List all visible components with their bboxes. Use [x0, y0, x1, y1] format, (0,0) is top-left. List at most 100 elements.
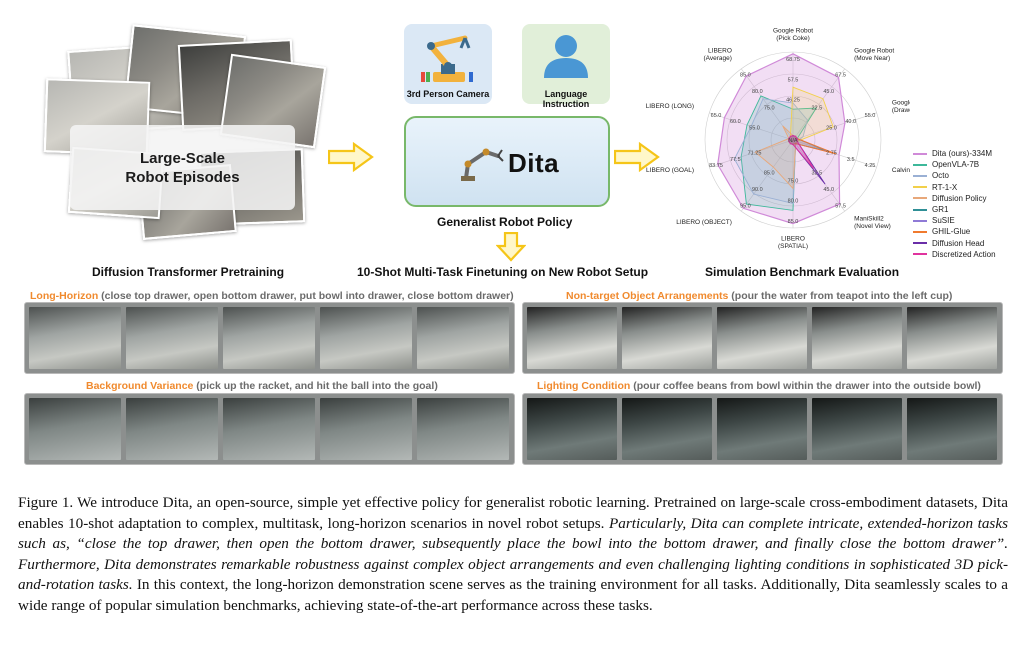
radar-tick-label: 2.75	[826, 151, 837, 157]
arrow-right-icon	[614, 142, 660, 172]
legend-entry: Discretized Action	[913, 249, 996, 260]
legend-swatch	[913, 208, 927, 211]
legend-label: OpenVLA-7B	[932, 160, 980, 170]
legend-label: GHIL-Glue	[932, 227, 971, 237]
strip-title-nontarget: Non-target Object Arrangements (pour the…	[566, 290, 952, 302]
strip-title-background: Background Variance (pick up the racket,…	[86, 380, 438, 392]
radar-tick-label: 71.25	[748, 151, 762, 157]
strip-head: Non-target Object Arrangements	[566, 290, 729, 302]
strip-detail: (close top drawer, open bottom drawer, p…	[98, 290, 514, 302]
radar-spoke	[792, 112, 877, 141]
radar-tick-label: 45.0	[823, 89, 834, 95]
legend-entry: GR1	[913, 204, 996, 215]
video-frame	[320, 398, 412, 460]
radar-tick-label: 75.0	[764, 105, 775, 111]
radar-spoke	[792, 68, 845, 141]
video-frame	[29, 398, 121, 460]
video-frame	[907, 398, 997, 460]
video-frame	[717, 307, 807, 369]
radar-series-polygon	[733, 98, 808, 204]
radar-axis-label: ManiSkill2(Novel View)	[854, 216, 891, 231]
radar-axis-label: LIBERO (LONG)	[646, 103, 694, 110]
language-chip: Language Instruction	[522, 24, 610, 109]
caption-part: Figure 1. We introduce Dita, an open-sou…	[18, 494, 1008, 532]
video-frame	[320, 307, 412, 369]
radar-tick-label: 77.5	[730, 157, 741, 163]
radar-axis-label: Google Robot(Pick Coke)	[773, 28, 813, 43]
strip-detail: (pick up the racket, and hit the ball in…	[193, 380, 438, 392]
video-frame	[812, 398, 902, 460]
strip-long-horizon	[24, 302, 515, 374]
figure-caption: Figure 1. We introduce Dita, an open-sou…	[18, 493, 1008, 617]
radar-axis-label: LIBERO (GOAL)	[646, 167, 694, 174]
radar-spoke	[792, 139, 845, 212]
radar-axis-label: LIBERO(SPATIAL)	[778, 236, 808, 251]
radar-tick-label: 25.0	[826, 126, 837, 132]
radar-tick-label: 40.0	[845, 119, 856, 125]
radar-spoke	[709, 139, 794, 168]
radar-tick-label: 75.0	[788, 179, 799, 185]
strip-detail: (pour the water from teapot into the lef…	[728, 290, 953, 302]
strip-lighting	[522, 393, 1003, 465]
video-frame	[907, 307, 997, 369]
radar-tick-label: 32.5	[811, 171, 822, 177]
legend-swatch	[913, 175, 927, 177]
legend-entry: Diffusion Policy	[913, 193, 996, 204]
radar-tick-label: 85.0	[740, 73, 751, 79]
radar-tick-label: 80.0	[788, 199, 799, 205]
radar-center-label: N/A	[788, 138, 798, 144]
policy-box	[404, 116, 610, 207]
radar-spoke	[741, 68, 794, 141]
robot-arm-icon	[421, 35, 473, 82]
strip-background	[24, 393, 515, 465]
radar-axis-label: LIBERO (OBJECT)	[676, 219, 732, 226]
strip-detail: (pour coffee beans from bowl within the …	[630, 380, 981, 392]
radar-tick-label: 22.5	[811, 105, 822, 111]
legend-swatch	[913, 253, 927, 256]
legend-entry: Diffusion Head	[913, 238, 996, 249]
legend-swatch	[913, 197, 927, 200]
legend-swatch	[913, 152, 927, 155]
video-frame	[527, 307, 617, 369]
caption-italic: Particularly, Dita can complete intricat…	[18, 514, 1008, 594]
radar-tick-label: 68.75	[786, 57, 800, 63]
legend-entry: RT-1-X	[913, 182, 996, 193]
caption-part: In this context, the long-horizon demons…	[18, 576, 1008, 614]
radar-tick-label: 55.0	[749, 126, 760, 132]
radar-tick-label: 90.0	[752, 187, 763, 193]
video-frame	[527, 398, 617, 460]
legend-swatch	[913, 242, 927, 245]
legend-label: Diffusion Head	[932, 238, 985, 248]
pretrain-card: Large-Scale Robot Episodes	[70, 125, 295, 210]
legend-entry: GHIL-Glue	[913, 226, 996, 237]
strip-head: Long-Horizon	[30, 290, 99, 302]
legend-label: Discretized Action	[932, 249, 996, 259]
video-frame	[417, 307, 509, 369]
robot-arm-icon	[461, 148, 504, 181]
radar-spoke	[741, 139, 794, 212]
legend-label: GR1	[932, 205, 949, 215]
strip-head: Lighting Condition	[537, 380, 631, 392]
video-frame	[417, 398, 509, 460]
radar-tick-label: 3.5	[847, 157, 855, 163]
video-frame	[622, 398, 712, 460]
legend-label: RT-1-X	[932, 182, 958, 192]
pretrain-title: Diffusion Transformer Pretraining	[92, 265, 285, 279]
arrow-right-icon	[328, 142, 374, 172]
model-name: Dita	[508, 148, 560, 178]
strip-title-long-horizon: Long-Horizon (close top drawer, open bot…	[30, 290, 514, 302]
radar-tick-label: 55.0	[865, 113, 876, 119]
video-frame	[223, 307, 315, 369]
person-icon	[544, 35, 588, 78]
radar-tick-label: 85.0	[788, 219, 799, 225]
video-frame	[126, 307, 218, 369]
radar-tick-label: 57.5	[788, 77, 799, 83]
radar-tick-label: 80.0	[752, 89, 763, 95]
legend-label: Dita (ours)-334M	[932, 149, 993, 158]
language-label: Language Instruction	[542, 89, 590, 109]
radar-tick-label: 95.0	[740, 204, 751, 210]
legend-entry: SuSIE	[913, 215, 996, 226]
video-frame	[717, 398, 807, 460]
video-frame	[126, 398, 218, 460]
